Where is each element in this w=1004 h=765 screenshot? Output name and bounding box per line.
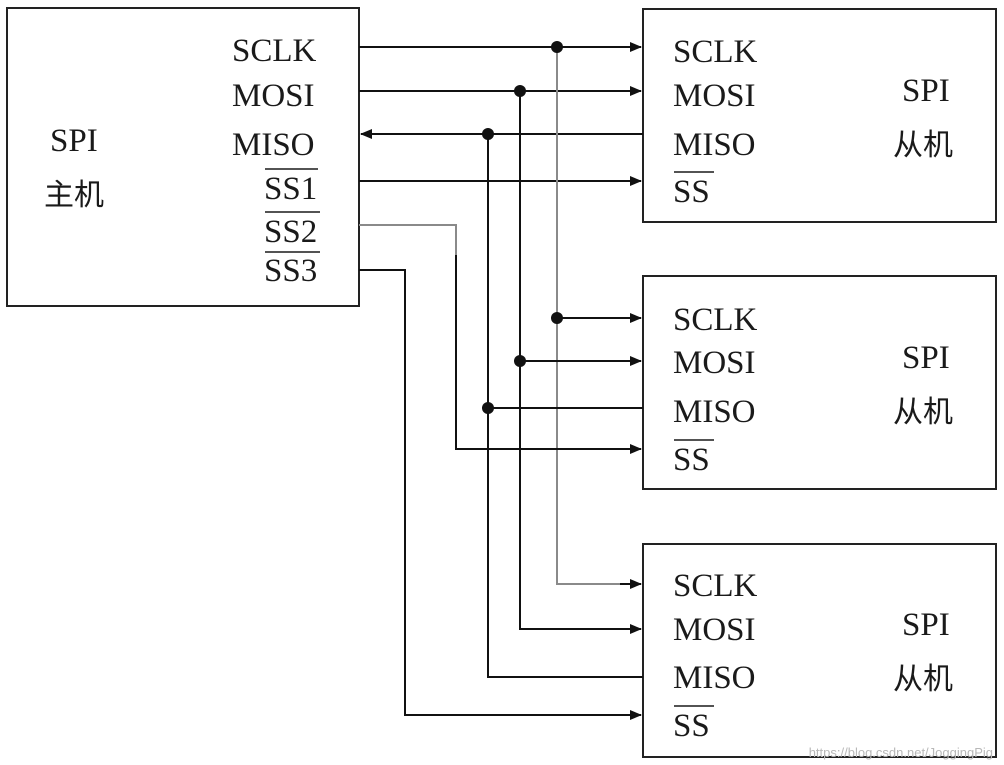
master-pin-sclk: SCLK — [232, 33, 317, 69]
miso-junction-dot — [482, 128, 494, 140]
slave2-pin-miso: MISO — [673, 394, 756, 430]
slave1-subtitle: 从机 — [893, 128, 953, 163]
slave3-pin-sclk: SCLK — [673, 568, 758, 604]
slave3-pin-mosi: MOSI — [673, 612, 756, 648]
mosi-junction-dot-2 — [514, 355, 526, 367]
watermark-text: https://blog.csdn.net/JoggingPig — [809, 745, 993, 760]
master-title: SPI — [50, 123, 98, 159]
slave1-pin-miso: MISO — [673, 127, 756, 163]
slave3-pin-miso: MISO — [673, 660, 756, 696]
mosi-bus — [519, 91, 642, 634]
slave1-title: SPI — [902, 73, 950, 109]
miso-bus — [487, 134, 643, 678]
sclk-junction-dot-2 — [551, 312, 563, 324]
slave2-pin-ss: SS — [673, 442, 710, 478]
slave1-pin-sclk: SCLK — [673, 34, 758, 70]
master-box: SPI 主机 SCLK MOSI MISO SS1 SS2 SS3 — [6, 7, 360, 307]
slave2-subtitle: 从机 — [893, 395, 953, 430]
slave1-pin-ss: SS — [673, 174, 710, 210]
slave-box-2: SCLK MOSI MISO SS SPI 从机 — [642, 275, 997, 490]
ss2-wire-start — [359, 224, 457, 255]
slave1-pin-mosi: MOSI — [673, 78, 756, 114]
mosi-junction-dot — [514, 85, 526, 97]
master-pin-miso: MISO — [232, 127, 315, 163]
master-pin-ss2: SS2 — [264, 214, 317, 250]
slave2-pin-sclk: SCLK — [673, 302, 758, 338]
master-subtitle: 主机 — [44, 178, 104, 213]
slave-box-3: SCLK MOSI MISO SS SPI 从机 — [642, 543, 997, 758]
slave2-pin-mosi: MOSI — [673, 345, 756, 381]
master-pin-mosi: MOSI — [232, 78, 315, 114]
slave2-title: SPI — [902, 340, 950, 376]
slave3-title: SPI — [902, 607, 950, 643]
sclk-junction-dot — [551, 41, 563, 53]
ss3-wire-slave3 — [359, 269, 642, 720]
slave3-pin-ss: SS — [673, 708, 710, 744]
master-pin-ss1: SS1 — [264, 171, 317, 207]
ss2-wire-slave2 — [455, 255, 642, 454]
slave-box-1: SCLK MOSI MISO SS SPI 从机 — [642, 8, 997, 223]
master-pin-ss3: SS3 — [264, 253, 317, 289]
miso-junction-dot-2 — [482, 402, 494, 414]
sclk-bus — [556, 47, 641, 585]
slave3-subtitle: 从机 — [893, 662, 953, 697]
